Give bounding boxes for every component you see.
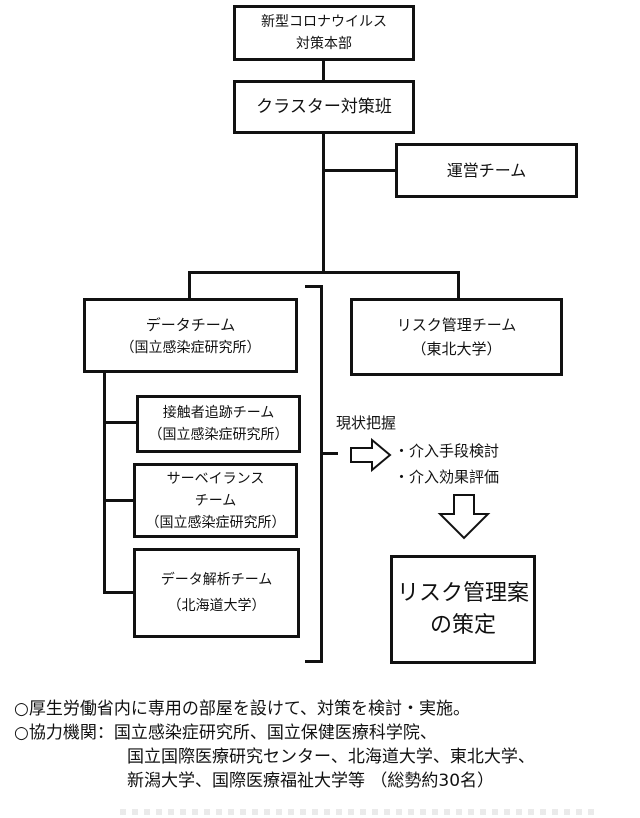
bracket-tick [320, 452, 338, 455]
connector-subteam-2 [103, 499, 134, 502]
subteam-org: （国立感染症研究所） [145, 514, 286, 531]
subteam-label: データ解析チーム [160, 572, 273, 588]
bullet-item: ・介入手段検討 [394, 442, 500, 460]
headquarters-suffix: 対策本部 [296, 36, 352, 52]
note-cooperating-orgs: ○協力機関：国立感染症研究所、国立保健医療科学院、 [14, 723, 437, 743]
operations-team-label: 運営チーム [446, 160, 527, 180]
trunk-line [322, 133, 325, 273]
operations-team-box: 運営チーム [395, 143, 578, 198]
cluster-team-label: クラスター対策班 [256, 97, 392, 117]
split-line [188, 271, 460, 274]
note-cooperating-orgs-cont: 国立国際医療研究センター、北海道大学、東北大学、 [127, 747, 535, 767]
risk-plan-line1: リスク管理案 [396, 580, 529, 606]
bracket-bottom [305, 660, 323, 663]
note-dedicated-room: ○厚生労働省内に専用の部屋を設けて、対策を検討・実施。 [14, 699, 470, 719]
connector-data-team [188, 271, 191, 299]
right-arrow-icon [350, 437, 392, 473]
risk-team-org: （東北大学） [411, 340, 502, 358]
subteam-org: （北海道大学） [167, 598, 266, 614]
data-team-org: （国立感染症研究所） [120, 339, 261, 356]
data-team-label: データチーム [145, 315, 236, 334]
subteam-box: サーベイランス チーム （国立感染症研究所） [133, 463, 298, 538]
connector-subteam-1 [103, 421, 137, 424]
connector-hq-cluster [322, 60, 325, 81]
subteam-label: 接触者追跡チーム [162, 405, 275, 421]
subteam-label: サーベイランス [166, 470, 265, 487]
subteam-box: 接触者追跡チーム （国立感染症研究所） [136, 395, 301, 453]
connector-operations [323, 169, 396, 172]
subteam-label-line2: チーム [194, 492, 237, 509]
notes-section: ○厚生労働省内に専用の部屋を設けて、対策を検討・実施。 ○協力機関：国立感染症研… [14, 697, 535, 793]
risk-team-label: リスク管理チーム [396, 316, 517, 334]
subteam-org: （国立感染症研究所） [148, 427, 289, 443]
status-assessment-label: 現状把握 [336, 414, 397, 432]
risk-plan-box: リスク管理案 の策定 [390, 555, 536, 664]
cluster-team-box: クラスター対策班 [233, 80, 415, 134]
bullet-item: ・介入効果評価 [394, 468, 500, 486]
headquarters-name: 新型コロナウイルス [261, 14, 387, 30]
cropped-text-remnant [120, 809, 600, 815]
risk-team-box: リスク管理チーム （東北大学） [350, 298, 563, 376]
subteam-box: データ解析チーム （北海道大学） [133, 548, 300, 638]
connector-risk-team [457, 271, 460, 299]
bracket-top [305, 285, 323, 288]
headquarters-box: 新型コロナウイルス 対策本部 [233, 5, 415, 61]
connector-subteam-3 [103, 591, 134, 594]
bracket-vertical [320, 285, 323, 663]
data-team-box: データチーム （国立感染症研究所） [83, 298, 298, 373]
subteam-trunk [103, 372, 106, 594]
risk-plan-line2: の策定 [429, 612, 496, 638]
note-cooperating-orgs-cont: 新潟大学、国際医療福祉大学等 （総勢約30名） [127, 771, 495, 791]
down-arrow-icon [437, 494, 491, 540]
